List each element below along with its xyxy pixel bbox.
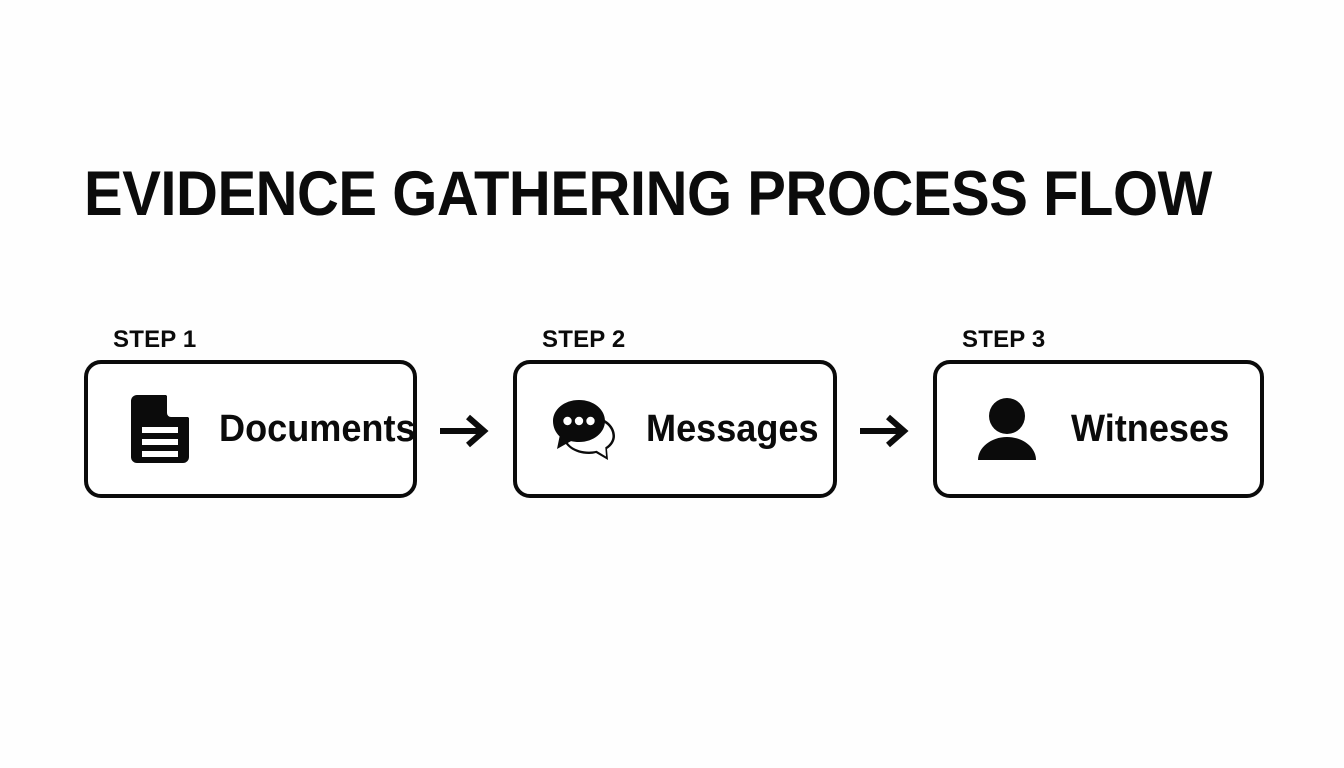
flow-step-2[interactable]: STEP 2 Messages	[513, 326, 837, 498]
page-title: EVIDENCE GATHERING PROCESS FLOW	[84, 159, 1212, 229]
step-1-number-label: STEP 1	[113, 326, 197, 353]
step-1-card[interactable]: Documents	[84, 360, 417, 498]
person-icon	[973, 393, 1041, 465]
step-2-number-label: STEP 2	[542, 326, 626, 353]
step-3-card[interactable]: Witneses	[933, 360, 1264, 498]
step-3-label: Witneses	[1071, 408, 1230, 450]
flow-step-1[interactable]: STEP 1 Documents	[84, 326, 417, 498]
document-icon	[126, 393, 194, 465]
step-3-number-label: STEP 3	[962, 326, 1046, 353]
arrow-right-icon-2	[856, 405, 912, 457]
process-flow: STEP 1 Documents	[84, 326, 1264, 506]
step-2-card[interactable]: Messages	[513, 360, 837, 498]
chat-bubbles-icon	[550, 393, 618, 465]
arrow-right-icon-1	[436, 405, 492, 457]
flow-step-3[interactable]: STEP 3 Witneses	[933, 326, 1264, 498]
step-1-label: Documents	[219, 408, 416, 450]
step-2-label: Messages	[646, 408, 819, 450]
